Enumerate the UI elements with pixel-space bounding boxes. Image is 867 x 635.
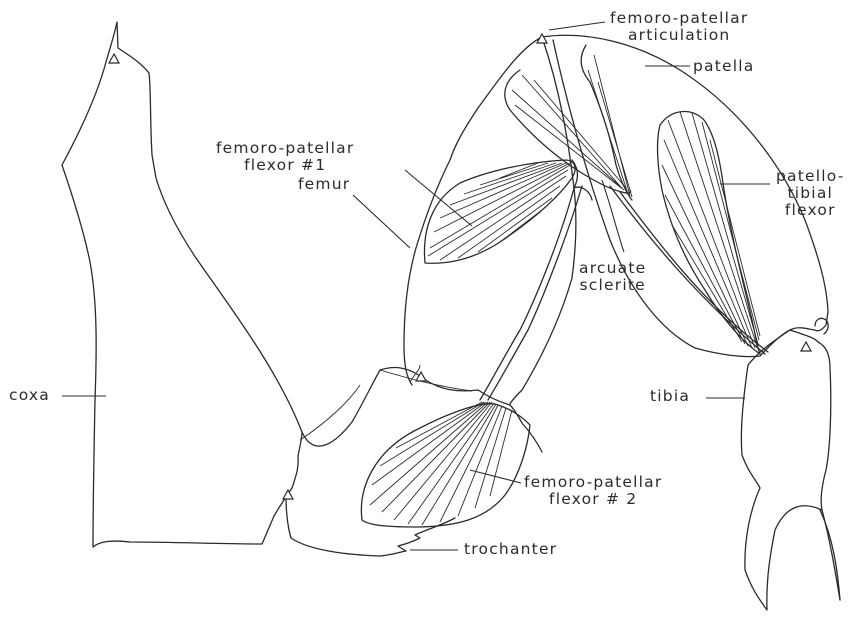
label-patella: patella (693, 58, 754, 75)
label-femoro-patellar-flexor-1: femoro-patellar flexor #1 (216, 140, 354, 174)
label-line: flexor #1 (216, 157, 354, 174)
label-tibia: tibia (650, 388, 690, 405)
label-arcuate-sclerite: arcuate sclerite (579, 260, 646, 294)
label-femoro-patellar-articulation: femoro-patellar articulation (610, 10, 748, 44)
tibia-outline (741, 318, 840, 610)
label-femur: femur (298, 176, 350, 193)
label-femoro-patellar-flexor-2: femoro-patellar flexor # 2 (524, 474, 662, 508)
flexor-2-muscle (361, 402, 530, 527)
label-line: femoro-patellar (610, 10, 748, 27)
patello-tibial-flexor-muscle (658, 112, 760, 354)
label-line: articulation (610, 27, 748, 44)
label-trochanter: trochanter (464, 541, 557, 558)
trochanter-outline (286, 368, 542, 556)
label-coxa: coxa (9, 387, 50, 404)
label-line: sclerite (579, 277, 646, 294)
label-line: femoro-patellar (524, 474, 662, 491)
label-patello-tibial-flexor: patello- tibial flexor (776, 168, 845, 219)
leader-lines (62, 22, 770, 550)
coxa-outline (62, 22, 302, 547)
label-line: femoro-patellar (216, 140, 354, 157)
label-line: flexor # 2 (524, 491, 662, 508)
label-line: arcuate (579, 260, 646, 277)
label-line: patello- (776, 168, 845, 185)
label-line: flexor (776, 202, 845, 219)
flexor-1-muscle (424, 160, 575, 263)
label-line: tibial (776, 185, 845, 202)
patella-tendon-muscles (505, 45, 768, 354)
articulation-markers (109, 34, 811, 499)
